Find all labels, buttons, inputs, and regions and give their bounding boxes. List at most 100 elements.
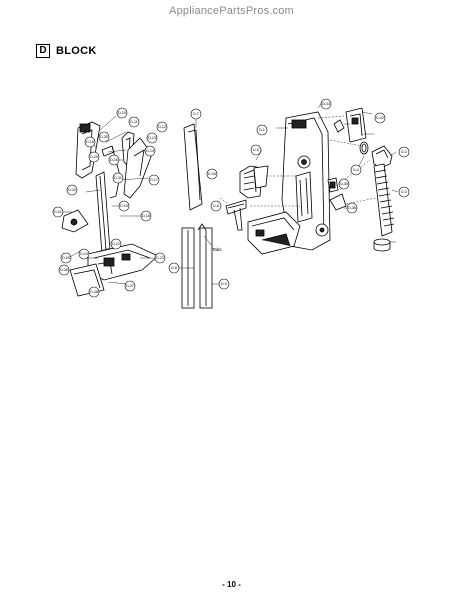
callout-d4: D-4: [350, 164, 362, 176]
foot-pad-part: [61, 209, 89, 233]
callout-d20: D-20: [66, 184, 78, 196]
svg-text:D-7: D-7: [193, 112, 199, 116]
callout-d30: D-30: [98, 131, 110, 143]
wheel-part: [315, 223, 329, 237]
svg-text:D-4: D-4: [353, 168, 359, 172]
svg-text:D-24: D-24: [80, 252, 88, 256]
callout-d32: D-32: [374, 112, 386, 124]
callout-d15: D-15: [84, 136, 96, 148]
gasket-ring-part: [359, 141, 369, 155]
callout-d19: D-19: [118, 200, 130, 212]
svg-text:D-33: D-33: [322, 102, 330, 106]
callout-d24: D-24: [78, 248, 90, 260]
callout-d34: D-34: [206, 168, 218, 180]
callout-d35: D-35: [338, 178, 350, 190]
callout-d33: D-33: [320, 98, 332, 110]
svg-text:D-9: D-9: [221, 282, 227, 286]
svg-text:D-1: D-1: [259, 128, 265, 132]
svg-text:D-2: D-2: [401, 150, 407, 154]
svg-text:D-21: D-21: [54, 210, 62, 214]
hose-part: [373, 163, 395, 237]
callout-d13: D-13: [146, 132, 158, 144]
svg-text:D-20: D-20: [68, 188, 76, 192]
svg-text:D-13: D-13: [148, 136, 156, 140]
switch-button-part: [327, 177, 339, 193]
hose-cuff-part: [371, 145, 393, 169]
svg-text:D-23: D-23: [156, 256, 164, 260]
tabs-label: Tabs: [212, 247, 222, 252]
callout-d12: D-12: [156, 121, 168, 133]
callout-d3: D-3: [398, 186, 410, 198]
callouts: D-10 D-11 D-12 D-13 D-14 D-15 D-16 D-17 …: [52, 98, 410, 298]
callout-d10: D-10: [116, 107, 128, 119]
main-body-part: [281, 111, 331, 251]
callout-d17: D-17: [148, 174, 160, 186]
svg-text:D-18: D-18: [142, 214, 150, 218]
svg-text:D-8: D-8: [171, 266, 177, 270]
callout-d28: D-28: [88, 286, 100, 298]
svg-text:D-10: D-10: [118, 111, 126, 115]
release-lever-part: [329, 193, 347, 211]
callout-d22: D-22: [110, 238, 122, 250]
callout-d11: D-11: [128, 116, 140, 128]
callout-d1: D-1: [256, 124, 268, 136]
handle-lower-part: [123, 137, 153, 199]
callout-d25: D-25: [60, 252, 72, 264]
svg-text:D-15: D-15: [86, 140, 94, 144]
callout-d14: D-14: [144, 145, 156, 157]
cap-part: [253, 165, 269, 189]
svg-text:D-22: D-22: [112, 242, 120, 246]
callout-d18: D-18: [140, 210, 152, 222]
svg-text:D-35: D-35: [340, 182, 348, 186]
svg-text:D-12: D-12: [158, 125, 166, 129]
wand-right-part: [199, 227, 213, 309]
svg-text:D-29: D-29: [90, 155, 98, 159]
base-housing-part: [87, 243, 159, 281]
callout-d16: D-16: [108, 154, 120, 166]
callout-d5: D-5: [250, 144, 262, 156]
svg-text:D-5: D-5: [253, 148, 259, 152]
handle-grip-part: [75, 121, 101, 179]
watermark: AppliancePartsPros.com: [169, 5, 294, 17]
body-post-part: [95, 171, 111, 255]
callout-d7: D-7: [190, 108, 202, 120]
svg-text:D-36: D-36: [348, 206, 356, 210]
callout-d26: D-26: [58, 264, 70, 276]
svg-text:D-3: D-3: [401, 190, 407, 194]
svg-text:D-6: D-6: [213, 204, 219, 208]
wand-tab-part: [197, 223, 213, 247]
motor-base-part: [247, 211, 301, 255]
svg-text:D-17: D-17: [150, 178, 158, 182]
base-tab-part: [103, 253, 131, 267]
clip-part: [333, 119, 345, 133]
callout-d31: D-31: [112, 172, 124, 184]
callout-d9: D-9: [218, 278, 230, 290]
block-heading: D BLOCK: [36, 44, 97, 58]
upper-latch-part: [345, 107, 367, 143]
svg-text:D-28: D-28: [90, 290, 98, 294]
callout-d6: D-6: [210, 200, 222, 212]
svg-text:D-30: D-30: [100, 135, 108, 139]
svg-text:D-32: D-32: [376, 116, 384, 120]
svg-text:D-34: D-34: [208, 172, 216, 176]
hose-ring-part: [373, 238, 391, 252]
callout-d21: D-21: [52, 206, 64, 218]
svg-text:D-27: D-27: [126, 284, 134, 288]
crevice-tool-part: [183, 123, 203, 211]
page-number: - 10 -: [222, 580, 241, 589]
svg-text:D-19: D-19: [120, 204, 128, 208]
svg-text:D-25: D-25: [62, 256, 70, 260]
block-letter-box: D: [36, 44, 50, 58]
callout-d36: D-36: [346, 202, 358, 214]
svg-text:D-16: D-16: [110, 158, 118, 162]
callout-d8: D-8: [168, 262, 180, 274]
svg-text:D-14: D-14: [146, 149, 154, 153]
svg-text:D-26: D-26: [60, 268, 68, 272]
block-title: BLOCK: [56, 45, 97, 57]
dust-brush-part: [225, 199, 247, 231]
svg-text:D-31: D-31: [114, 176, 122, 180]
callout-d23: D-23: [154, 252, 166, 264]
callout-d29: D-29: [88, 151, 100, 163]
callout-d2: D-2: [398, 146, 410, 158]
